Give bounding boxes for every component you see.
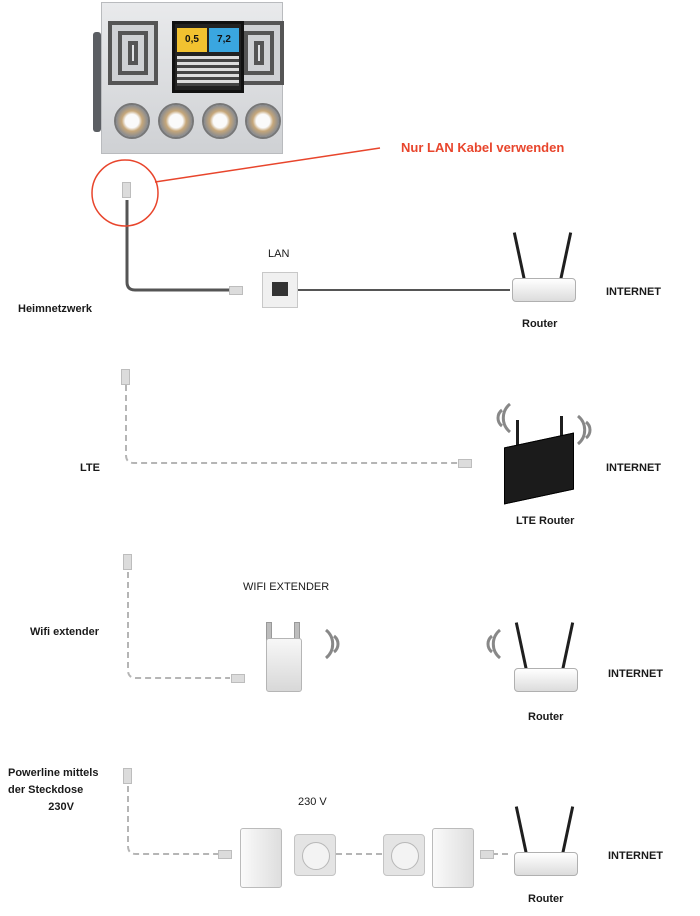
powerline-adapter-icon <box>240 828 282 888</box>
wifi-extender-caption: WIFI EXTENDER <box>243 581 330 593</box>
probe-icon <box>93 32 101 132</box>
lte-router-icon <box>498 410 578 505</box>
powerline-dashed-cable-1 <box>127 786 220 855</box>
ethernet-plug-icon <box>218 850 232 859</box>
controller-body: 0,5 7,2 <box>101 2 284 154</box>
lan-caption: LAN <box>268 248 290 260</box>
antenna-icon <box>516 420 519 450</box>
pump-icon <box>202 103 238 139</box>
lte-router-caption: LTE Router <box>516 515 575 527</box>
wifi-waves-icon <box>496 402 512 434</box>
ethernet-plug-icon <box>122 182 131 198</box>
screen-rows <box>177 56 239 86</box>
antenna-icon <box>560 416 563 450</box>
antenna-icon <box>560 622 575 672</box>
pump-icon <box>158 103 194 139</box>
ethernet-plug-icon <box>480 850 494 859</box>
internet-label: INTERNET <box>608 668 663 680</box>
router-icon <box>510 616 580 696</box>
extender-dashed-cable <box>127 572 230 679</box>
pump-icon <box>114 103 150 139</box>
ethernet-plug-icon <box>123 768 132 784</box>
screen-value-right: 7,2 <box>209 28 239 52</box>
router-body <box>514 852 578 876</box>
router-body <box>514 668 578 692</box>
powerline-adapter-icon <box>432 828 474 888</box>
row-label-heimnetzwerk: Heimnetzwerk <box>18 303 92 315</box>
router-icon <box>510 800 580 880</box>
power-socket-icon <box>294 834 336 876</box>
ethernet-plug-icon <box>121 369 130 385</box>
antenna-icon <box>514 622 529 672</box>
row-label-lte: LTE <box>80 462 100 474</box>
screen-value-left: 0,5 <box>177 28 207 52</box>
internet-label: INTERNET <box>606 286 661 298</box>
row-label-powerline-line1: Powerline mittels <box>8 767 99 779</box>
internet-label: INTERNET <box>606 462 661 474</box>
controller-device: 0,5 7,2 <box>93 2 284 157</box>
antenna-icon <box>560 806 575 856</box>
row-label-powerline-line2: der Steckdose <box>8 784 84 796</box>
antenna-icon <box>558 232 573 282</box>
pump-icon <box>245 103 281 139</box>
ethernet-plug-icon <box>458 459 472 468</box>
router-caption: Router <box>522 318 558 330</box>
wifi-waves-icon <box>576 414 592 446</box>
extender-body <box>266 638 302 692</box>
power-socket-icon <box>383 834 425 876</box>
lte-dashed-cable <box>125 385 460 464</box>
row-label-wifi-extender: Wifi extender <box>30 626 99 638</box>
lan-socket-icon <box>262 272 298 308</box>
wifi-waves-icon <box>324 628 340 660</box>
controller-screen: 0,5 7,2 <box>172 21 244 93</box>
router-caption: Router <box>528 893 564 905</box>
voltage-caption: 230 V <box>298 796 327 808</box>
router-icon <box>508 226 578 306</box>
callout-text: Nur LAN Kabel verwenden <box>401 140 565 155</box>
antenna-icon <box>512 232 527 282</box>
ethernet-plug-icon <box>231 674 245 683</box>
lte-router-body <box>504 432 574 505</box>
ethernet-plug-icon <box>229 286 243 295</box>
highlight-circle <box>91 159 159 227</box>
ethernet-plug-icon <box>123 554 132 570</box>
router-caption: Router <box>528 711 564 723</box>
wifi-waves-icon <box>486 628 502 660</box>
antenna-icon <box>514 806 529 856</box>
pattern-left <box>108 21 158 85</box>
callout-line <box>154 147 381 183</box>
row-label-powerline-line3: 230V <box>48 801 74 813</box>
router-body <box>512 278 576 302</box>
wifi-extender-icon <box>260 622 304 692</box>
lan-cable-1 <box>125 200 232 292</box>
internet-label: INTERNET <box>608 850 663 862</box>
